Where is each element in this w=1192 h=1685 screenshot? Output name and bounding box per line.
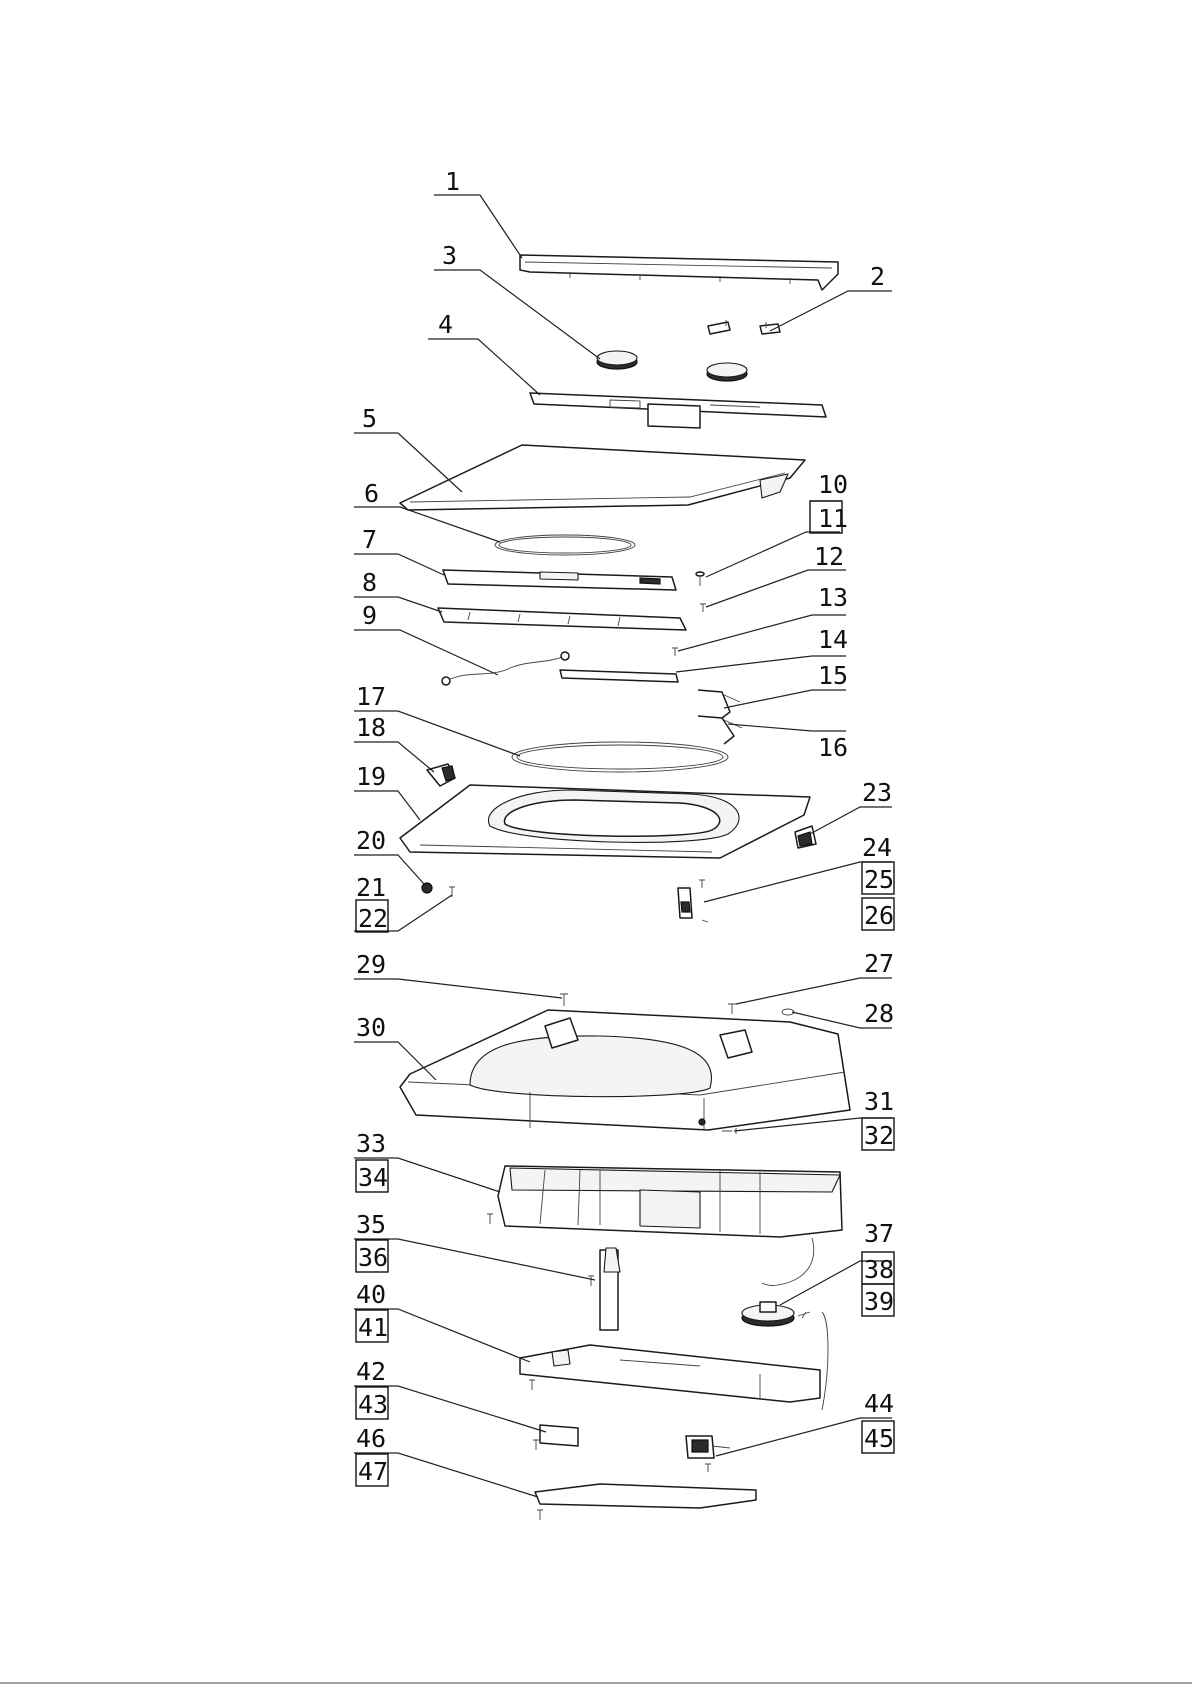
callout-33: 33 [356, 1129, 386, 1158]
callout-11: 11 [818, 504, 848, 533]
callout-8: 8 [362, 568, 377, 597]
callout-27: 27 [864, 949, 894, 978]
part-5-lid [400, 445, 805, 510]
callout-15: 15 [818, 661, 848, 690]
part-15-16-hinges [698, 690, 742, 744]
callout-1: 1 [445, 167, 460, 196]
callout-7: 7 [362, 525, 377, 554]
part-18-clip [427, 764, 455, 786]
callout-38: 38 [864, 1255, 894, 1284]
callout-9: 9 [362, 601, 377, 630]
callout-41: 41 [358, 1313, 388, 1342]
part-17-ring [512, 742, 728, 772]
callout-34: 34 [358, 1163, 388, 1192]
callout-10: 10 [818, 470, 848, 499]
part-9-wire [442, 652, 569, 685]
callout-46: 46 [356, 1424, 386, 1453]
parts-10-13-screws [672, 572, 706, 656]
callout-35: 35 [356, 1210, 386, 1239]
callout-24: 24 [862, 833, 892, 862]
callout-25: 25 [864, 865, 894, 894]
callout-6: 6 [364, 479, 379, 508]
callout-26: 26 [864, 901, 894, 930]
parts-46-47-base-pan [535, 1484, 756, 1520]
callout-45: 45 [864, 1424, 894, 1453]
callout-28: 28 [864, 999, 894, 1028]
callout-40: 40 [356, 1280, 386, 1309]
part-8-pcb-tray [438, 608, 686, 630]
callout-16: 16 [818, 733, 848, 762]
part-19-top-frame [400, 785, 810, 858]
callout-43: 43 [358, 1390, 388, 1419]
callout-2: 2 [870, 262, 885, 291]
part-3-knobs [597, 351, 747, 381]
parts-42-43-bracket [533, 1425, 578, 1450]
part-4-control-panel [530, 393, 826, 428]
callout-47: 47 [358, 1457, 388, 1486]
callout-17: 17 [356, 682, 386, 711]
callout-39: 39 [864, 1287, 894, 1316]
parts-35-36-rod [588, 1248, 620, 1330]
callout-21: 21 [356, 873, 386, 902]
part-7-pcb [443, 570, 676, 590]
callout-44: 44 [864, 1389, 894, 1418]
parts-24-26-latch [678, 880, 708, 922]
callout-31: 31 [864, 1087, 894, 1116]
part-30-cabinet-top [400, 1010, 850, 1130]
callout-23: 23 [862, 778, 892, 807]
part-1-rear-trim [520, 255, 838, 290]
callout-22: 22 [358, 904, 388, 933]
parts-20-22-fasteners [422, 883, 455, 897]
callout-boxes [356, 501, 894, 1486]
callout-4: 4 [438, 310, 453, 339]
callout-18: 18 [356, 713, 386, 742]
callout-20: 20 [356, 826, 386, 855]
parts-33-34-base-frame [487, 1166, 842, 1237]
callout-36: 36 [358, 1243, 388, 1272]
callout-42: 42 [356, 1357, 386, 1386]
callout-32: 32 [864, 1121, 894, 1150]
part-2-clips [708, 320, 780, 334]
callout-19: 19 [356, 762, 386, 791]
parts-40-41-bottom-plate [520, 1345, 820, 1402]
callout-14: 14 [818, 625, 848, 654]
callout-37: 37 [864, 1219, 894, 1248]
callout-13: 13 [818, 583, 848, 612]
parts-drawing [400, 255, 850, 1520]
part-23-clip [795, 826, 816, 848]
callout-29: 29 [356, 950, 386, 979]
callout-30: 30 [356, 1013, 386, 1042]
parts-31-32-fasteners [722, 1128, 736, 1134]
part-14-bracket [560, 670, 678, 682]
callout-5: 5 [362, 404, 377, 433]
callout-12: 12 [814, 542, 844, 571]
callout-3: 3 [442, 241, 457, 270]
part-6-gasket [495, 535, 635, 555]
